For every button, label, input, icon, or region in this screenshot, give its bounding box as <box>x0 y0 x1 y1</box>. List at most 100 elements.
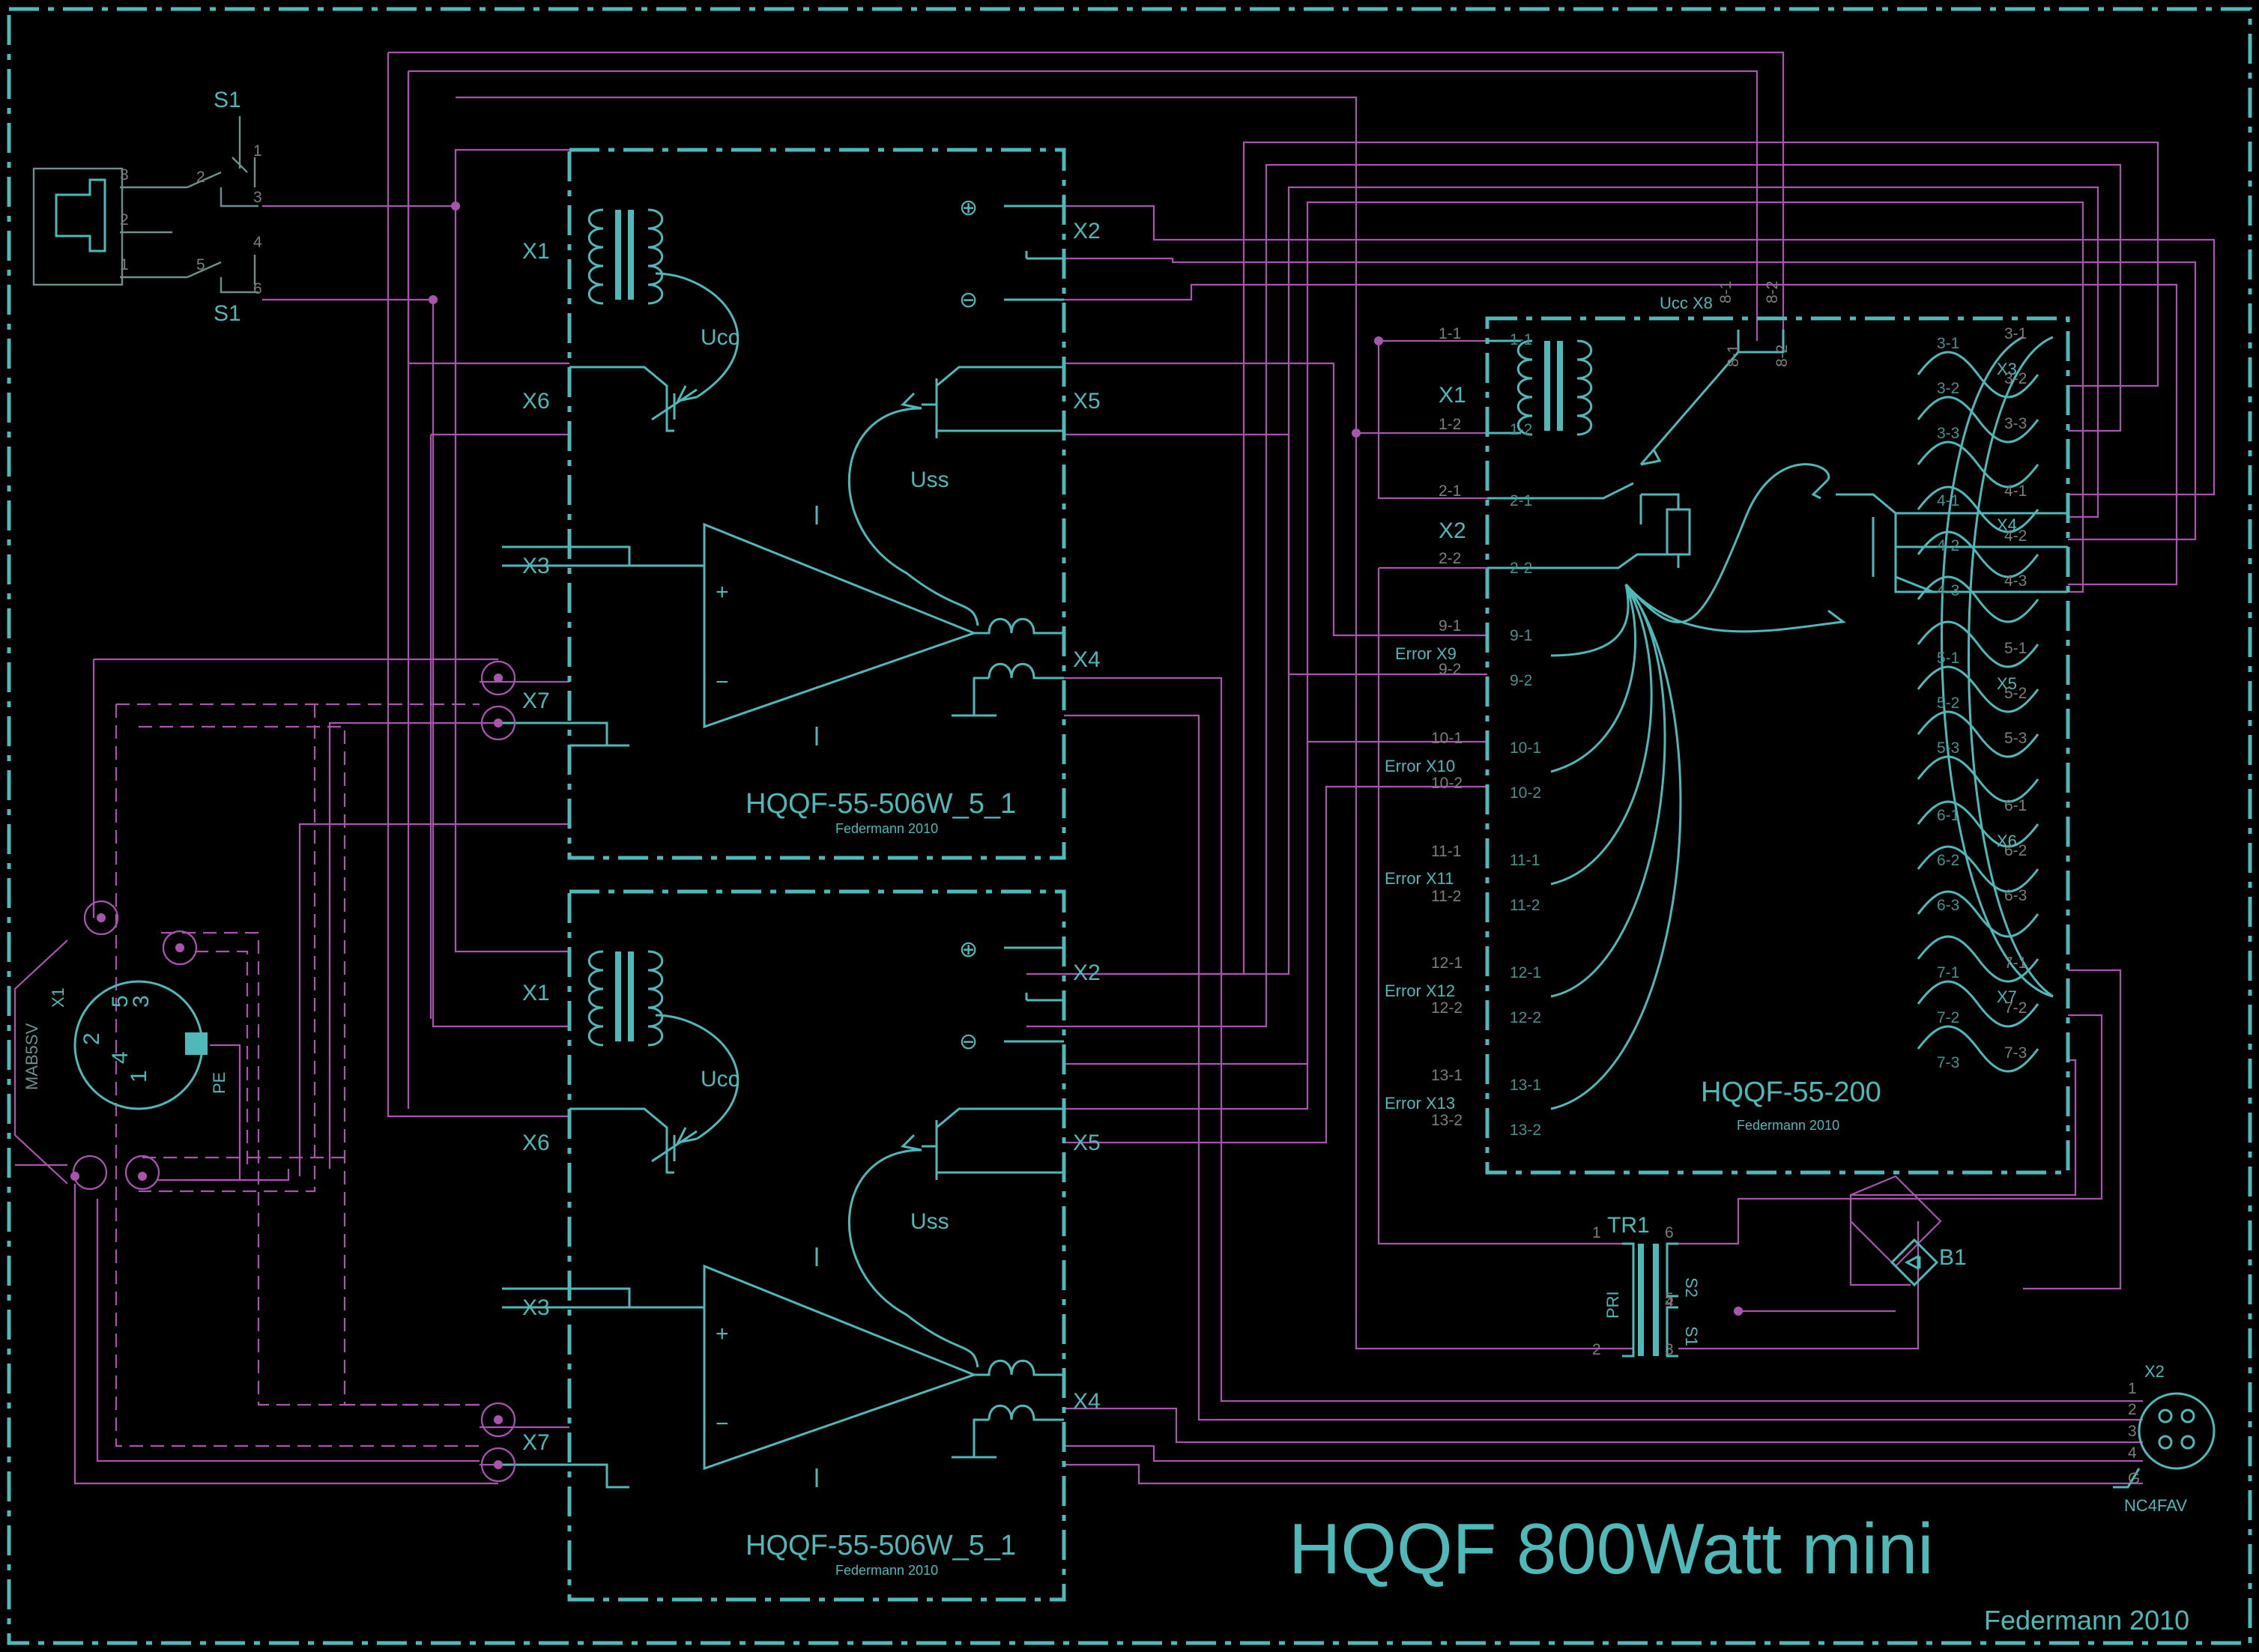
svg-text:5-1: 5-1 <box>2004 640 2027 657</box>
psu2-x6-label: X6 <box>522 1131 550 1155</box>
svg-text:3-3: 3-3 <box>2004 415 2027 432</box>
svg-text:11-2: 11-2 <box>1510 897 1540 914</box>
controller-x7: X7 7-1 7-2 7-3 7-1 7-2 7-3 <box>1937 954 2027 1071</box>
svg-text:4-1: 4-1 <box>2004 482 2027 500</box>
svg-text:3-2: 3-2 <box>2004 370 2027 387</box>
svg-text:5-1: 5-1 <box>1937 650 1959 667</box>
psu-x7-jacks <box>480 660 516 1483</box>
svg-text:13-2: 13-2 <box>1431 1112 1463 1129</box>
psu1-x6-label: X6 <box>522 389 550 414</box>
svg-text:3-2: 3-2 <box>1937 380 1959 397</box>
svg-text:7-3: 7-3 <box>2004 1044 2027 1062</box>
psu2-x5-label: X5 <box>1073 1131 1101 1155</box>
psu2-minus-symbol: ⊖ <box>959 1029 978 1054</box>
tr1-label: TR1 <box>1607 1213 1650 1238</box>
svg-text:4-3: 4-3 <box>2004 572 2027 590</box>
controller-x4: X4 4-1 4-2 4-3 4-1 4-2 4-3 <box>1937 482 2027 599</box>
psu1-minus-input: − <box>716 670 729 695</box>
psu-module-1: ⊕ ⊖ + − X1 X6 X3 X7 X2 X5 X4 Ucc Uss HQQ… <box>502 148 1101 860</box>
psu1-x7-label: X7 <box>522 689 550 713</box>
svg-text:S1: S1 <box>1682 1326 1701 1346</box>
psu1-plus-symbol: ⊕ <box>959 196 978 220</box>
svg-text:5-3: 5-3 <box>2004 730 2027 747</box>
output-connector-x2: X2 NC4FAV 1 2 3 4 G <box>2113 1362 2216 1515</box>
svg-text:12-2: 12-2 <box>1510 1009 1541 1026</box>
svg-text:X3: X3 <box>1997 360 2017 378</box>
psu1-x5-label: X5 <box>1073 389 1101 414</box>
svg-text:6-2: 6-2 <box>2004 842 2027 859</box>
drawing-author: Federmann 2010 <box>1984 1605 2189 1636</box>
psu1-module-credit: Federmann 2010 <box>835 821 938 836</box>
svg-text:6-3: 6-3 <box>2004 887 2027 904</box>
svg-text:3: 3 <box>1665 1341 1674 1358</box>
svg-text:10-1: 10-1 <box>1431 730 1463 747</box>
input-connector-x1: MAB5SV X1 2 4 1 5 3 PE <box>13 900 241 1190</box>
svg-text:13-1: 13-1 <box>1431 1067 1463 1084</box>
svg-text:G: G <box>2128 1470 2140 1487</box>
svg-text:6-2: 6-2 <box>1937 852 1959 869</box>
svg-text:5-2: 5-2 <box>2004 685 2027 702</box>
svg-text:3-1: 3-1 <box>1937 335 1959 352</box>
psu2-module-credit: Federmann 2010 <box>835 1563 938 1578</box>
psu1-uss-label: Uss <box>910 468 949 492</box>
psu2-x1-label: X1 <box>522 981 550 1005</box>
svg-text:13-2: 13-2 <box>1510 1122 1541 1139</box>
x1-pe: PE <box>210 1072 229 1094</box>
svg-text:Error X13: Error X13 <box>1385 1094 1455 1113</box>
error-x9: Error X9 9-1 9-2 9-1 9-2 <box>1395 617 1532 689</box>
svg-text:1: 1 <box>1592 1224 1601 1241</box>
svg-text:6-1: 6-1 <box>1937 807 1959 824</box>
svg-text:PRI: PRI <box>1603 1291 1622 1319</box>
x2-label: X2 <box>2144 1362 2165 1381</box>
svg-text:3: 3 <box>253 189 262 206</box>
svg-text:1-1: 1-1 <box>1510 331 1532 348</box>
svg-text:12-1: 12-1 <box>1510 964 1541 981</box>
svg-text:5: 5 <box>196 256 205 273</box>
svg-text:6: 6 <box>253 280 262 297</box>
svg-text:2-2: 2-2 <box>1510 560 1532 577</box>
svg-text:X4: X4 <box>1997 515 2017 534</box>
rectifier-b1: B1 <box>1890 1238 1967 1287</box>
svg-text:2: 2 <box>2128 1401 2137 1418</box>
svg-text:4-1: 4-1 <box>1937 492 1959 509</box>
wiring <box>15 51 2216 1485</box>
error-x11: Error X11 11-1 11-2 11-1 11-2 <box>1385 843 1540 914</box>
svg-text:5-2: 5-2 <box>1937 695 1959 712</box>
svg-text:11-2: 11-2 <box>1431 888 1461 905</box>
svg-text:4-2: 4-2 <box>2004 527 2027 545</box>
svg-text:4: 4 <box>253 234 262 251</box>
psu2-x2-label: X2 <box>1073 960 1101 985</box>
controller-module-name: HQQF-55-200 <box>1701 1077 1881 1108</box>
svg-text:4: 4 <box>108 1051 133 1064</box>
svg-text:3-1: 3-1 <box>2004 325 2027 342</box>
inlet-pin-3: 3 <box>120 166 129 184</box>
svg-text:7-3: 7-3 <box>1937 1054 1959 1071</box>
controller-x3: X3 3-1 3-2 3-3 3-1 3-2 3-3 <box>1937 325 2027 442</box>
error-x10: Error X10 10-1 10-2 10-1 10-2 <box>1385 730 1541 802</box>
svg-text:7-2: 7-2 <box>1937 1009 1959 1026</box>
svg-text:3: 3 <box>129 995 154 1008</box>
svg-text:X5: X5 <box>1997 674 2017 693</box>
psu-module-2: ⊕ ⊖ + − X1 X6 X3 X7 X2 X5 X4 Ucc Uss HQQ… <box>502 889 1101 1602</box>
psu2-plus-symbol: ⊕ <box>959 937 978 962</box>
psu2-x4-label: X4 <box>1073 1389 1101 1414</box>
psu1-minus-symbol: ⊖ <box>959 288 978 312</box>
psu2-x7-label: X7 <box>522 1430 550 1455</box>
controller-module-credit: Federmann 2010 <box>1737 1118 1839 1133</box>
svg-text:7-2: 7-2 <box>2004 999 2027 1017</box>
svg-text:2-1: 2-1 <box>1510 492 1532 509</box>
psu2-ucc-label: Ucc <box>701 1067 740 1092</box>
svg-text:5: 5 <box>108 995 133 1008</box>
power-switch-s1: S1 S1 2 5 1 3 4 6 <box>187 88 262 326</box>
svg-text:7-1: 7-1 <box>1937 964 1959 981</box>
svg-text:4: 4 <box>2128 1444 2137 1462</box>
svg-text:X7: X7 <box>1997 987 2017 1006</box>
svg-text:10-2: 10-2 <box>1510 784 1541 802</box>
svg-text:1-2: 1-2 <box>1510 421 1532 438</box>
controller-x1-label: X1 <box>1439 383 1466 408</box>
drawing-title: HQQF 800Watt mini <box>1289 1509 1934 1589</box>
svg-text:3-3: 3-3 <box>1937 425 1959 442</box>
svg-text:4-2: 4-2 <box>1937 537 1959 554</box>
svg-text:Error X9: Error X9 <box>1395 644 1457 663</box>
psu1-ucc-label: Ucc <box>701 325 740 350</box>
